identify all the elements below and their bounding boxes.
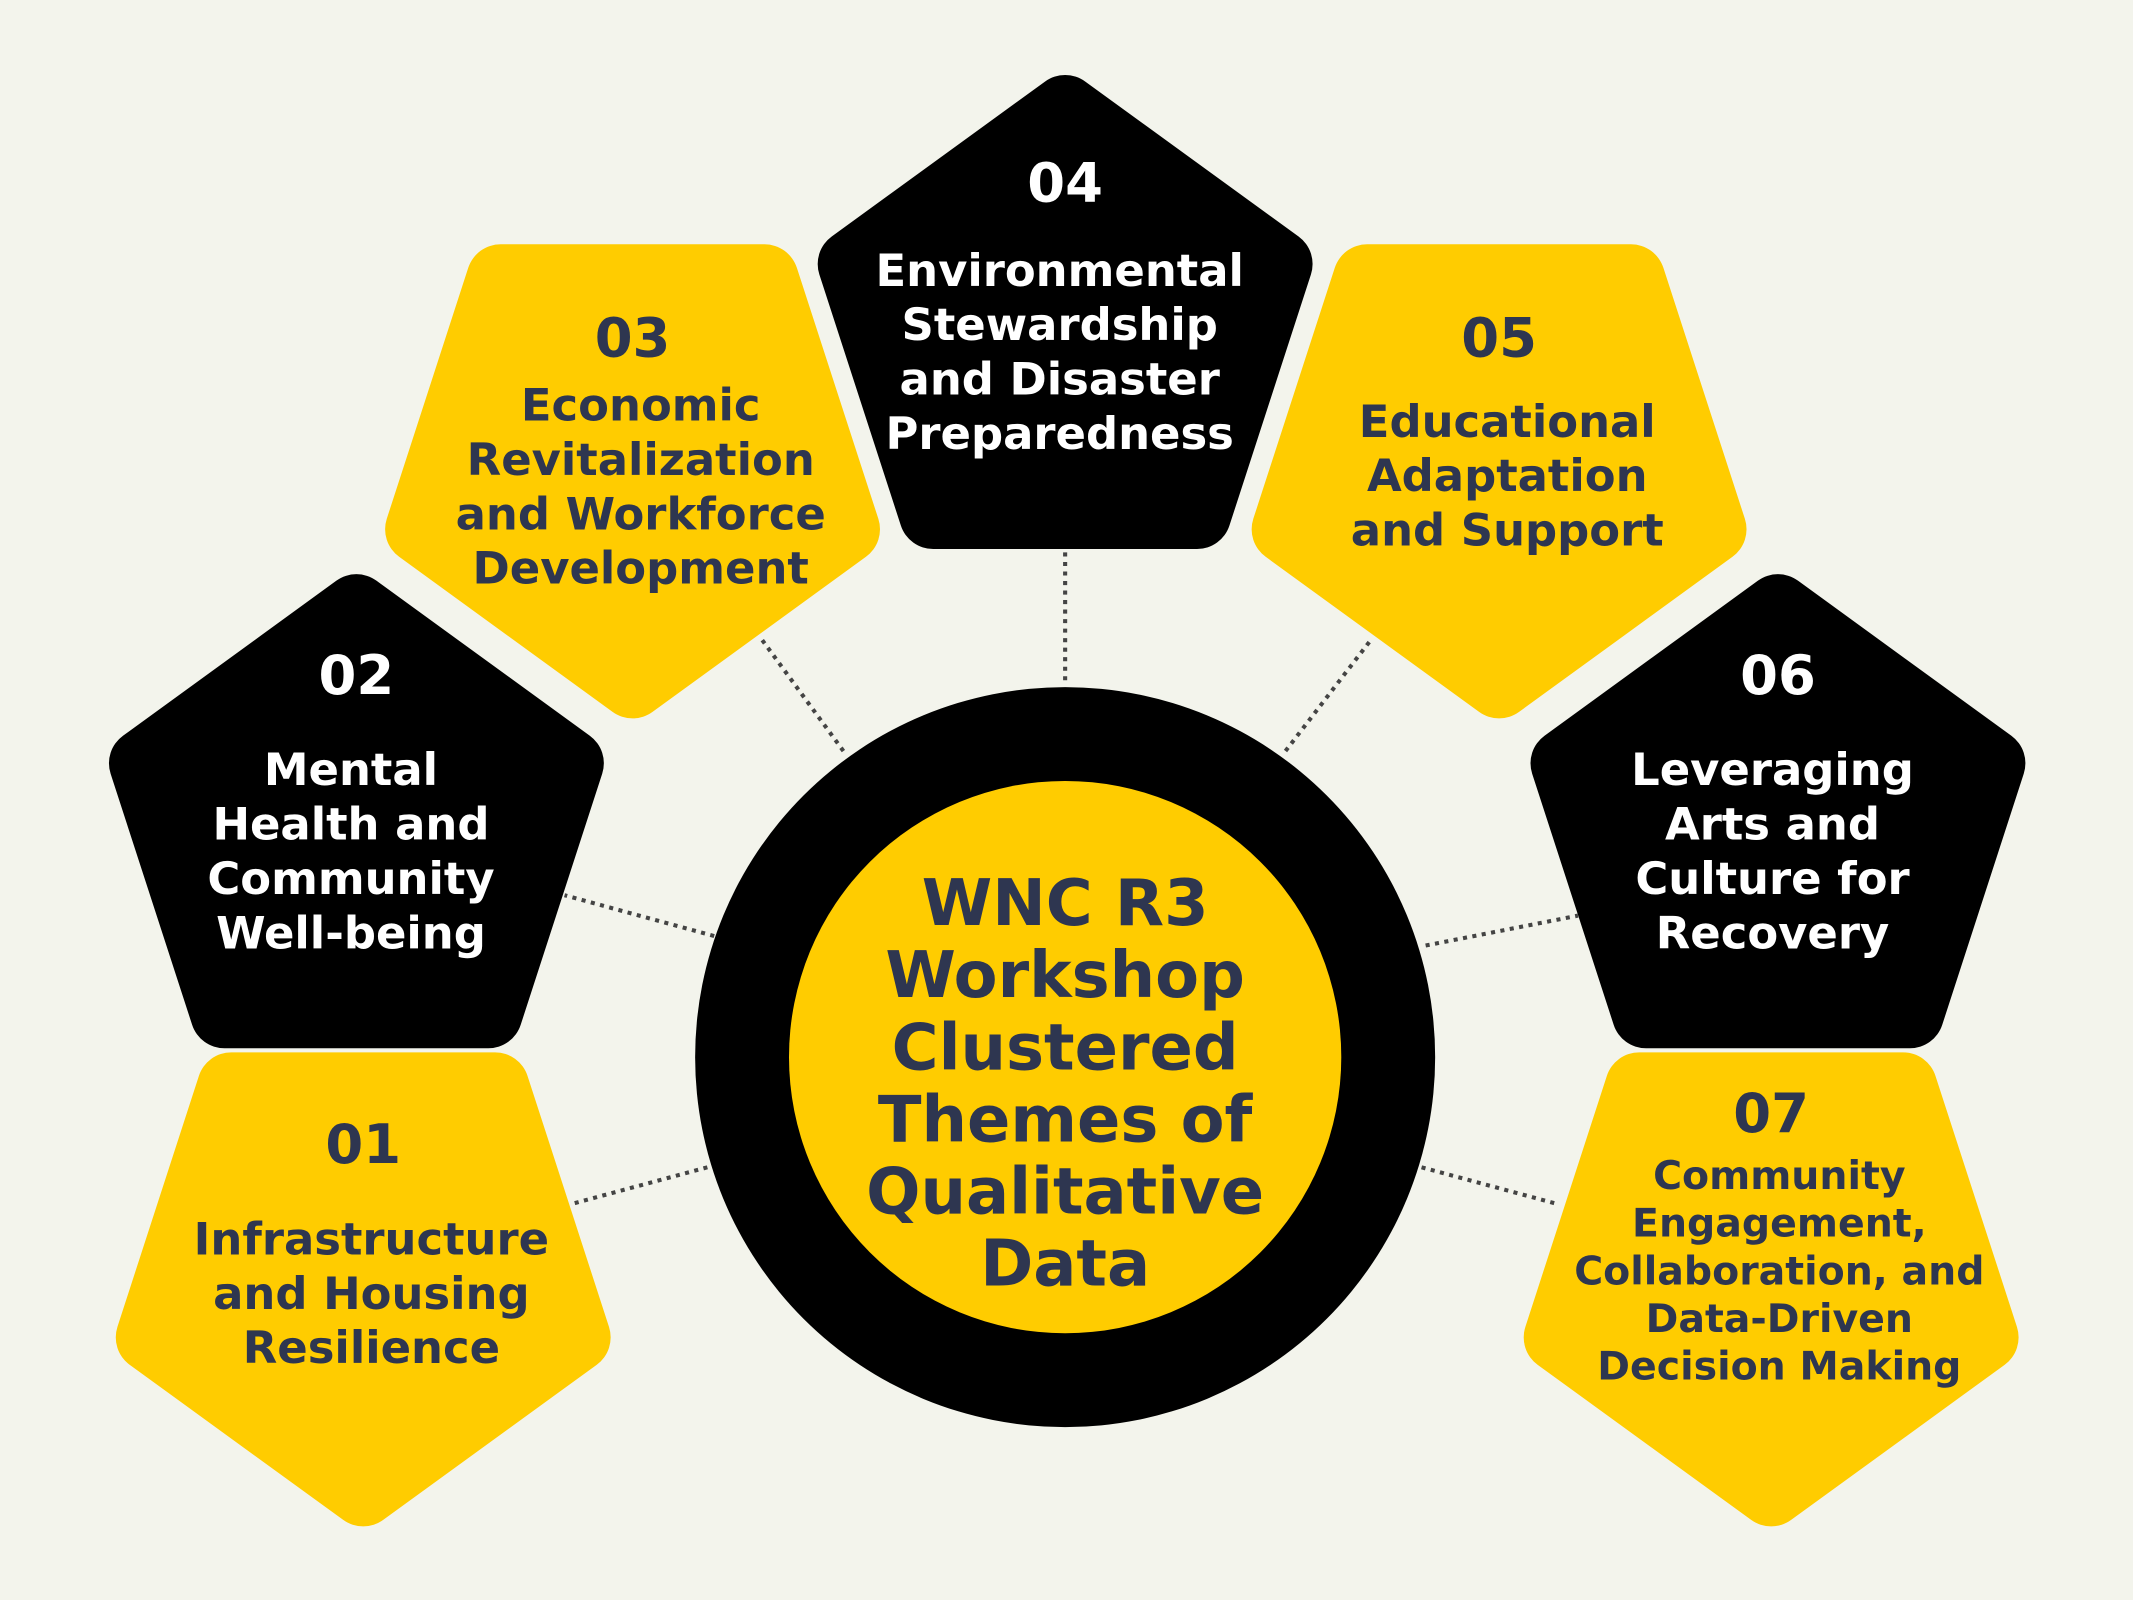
theme-number: 05 [1461, 306, 1537, 370]
theme-label-line: Community [207, 852, 494, 905]
connectors [564, 551, 1579, 1206]
theme-label-line: Engagement, [1632, 1201, 1927, 1247]
theme-label-line: Revitalization [467, 433, 815, 486]
theme-label-line: Collaboration, and [1574, 1248, 1984, 1294]
center-hub: WNC R3 Workshop Clustered Themes of Qual… [695, 687, 1436, 1428]
theme-pentagon-02 [108, 574, 604, 1049]
center-title: WNC R3 Workshop Clustered Themes of Qual… [866, 867, 1264, 1301]
theme-pentagon-06 [1530, 574, 2026, 1049]
theme-label-line: and Support [1351, 504, 1664, 557]
dotted-connector [1421, 1165, 1559, 1206]
center-line: Qualitative [866, 1156, 1264, 1230]
dotted-connector [1283, 638, 1373, 753]
theme-number: 01 [325, 1112, 401, 1176]
dotted-connector [760, 638, 846, 753]
theme-label-line: Preparedness [886, 407, 1234, 460]
theme-label-line: Community [1653, 1153, 1905, 1199]
theme-label-line: Development [473, 542, 809, 595]
center-line: Workshop [885, 939, 1244, 1013]
theme-label-line: and Workforce [456, 487, 826, 540]
theme-pentagon-05 [1251, 244, 1747, 719]
theme-number: 04 [1027, 150, 1103, 214]
theme-label-line: Infrastructure [194, 1212, 549, 1265]
theme-label-line: Leveraging [1631, 743, 1914, 796]
theme-label-line: Resilience [243, 1321, 500, 1374]
center-line: Data [980, 1228, 1150, 1302]
center-line: Themes of [878, 1083, 1254, 1157]
theme-label-line: and Disaster [900, 353, 1220, 406]
theme-pentagon-03 [385, 244, 880, 719]
center-disc [788, 780, 1342, 1334]
theme-label-line: Recovery [1656, 906, 1889, 959]
theme-label-line: and Housing [213, 1267, 529, 1320]
theme-number: 03 [595, 306, 671, 370]
dotted-connector [1425, 913, 1579, 948]
theme-label-line: Educational [1359, 395, 1656, 448]
theme-label-line: Mental [264, 743, 438, 796]
theme-number: 02 [319, 643, 395, 707]
theme-shapes [108, 74, 2026, 1527]
theme-label-line: Well-being [216, 906, 486, 959]
theme-label-line: Economic [521, 378, 761, 431]
theme-pentagon-07 [1523, 1052, 2019, 1527]
theme-label-line: Environmental [875, 244, 1243, 297]
theme-label-line: Arts and [1665, 797, 1880, 850]
theme-pentagon-01 [115, 1052, 611, 1527]
theme-number: 06 [1740, 643, 1816, 707]
dotted-connector [564, 893, 715, 939]
theme-label-line: Health and [212, 797, 489, 850]
center-line: Clustered [892, 1011, 1239, 1085]
theme-label-line: Decision Making [1597, 1344, 1961, 1390]
center-line: WNC R3 [922, 867, 1209, 941]
theme-pentagon-04 [817, 74, 1313, 550]
theme-label-line: Adaptation [1367, 449, 1648, 502]
theme-label-line: Data-Driven [1646, 1296, 1913, 1342]
theme-label-line: Stewardship [902, 298, 1218, 351]
theme-number: 07 [1733, 1081, 1809, 1145]
theme-label-line: Culture for [1635, 852, 1909, 905]
dotted-connector [570, 1165, 708, 1206]
